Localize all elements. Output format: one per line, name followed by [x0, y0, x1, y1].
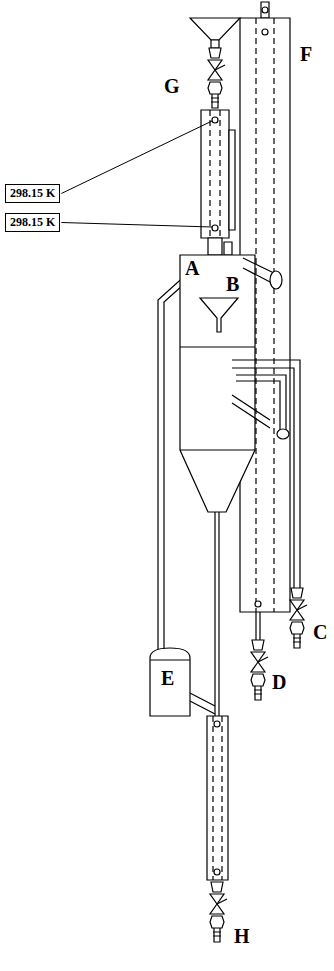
part-letter: E: [161, 668, 174, 688]
part-letter: C: [313, 622, 327, 642]
part-letter: A: [185, 258, 199, 278]
tank: [150, 648, 190, 716]
feed-funnel: [190, 18, 240, 48]
temperature-box: 298.15 K: [5, 184, 60, 203]
part-letter: G: [164, 76, 180, 96]
pipe: [232, 258, 300, 640]
part-letter: H: [234, 926, 250, 946]
part-letter: F: [300, 44, 312, 64]
leader-line: [61, 121, 212, 194]
valve-symbol: [290, 588, 307, 648]
temperature-label: 298.15 K: [10, 186, 55, 201]
leader-line: [61, 223, 212, 228]
leader-lines: [61, 121, 212, 227]
valve-symbol: [210, 882, 227, 942]
valve-symbol: [208, 48, 225, 108]
part-letter: D: [272, 672, 286, 692]
temperature-label: 298.15 K: [10, 215, 55, 230]
part-letter: B: [226, 274, 239, 294]
vessel: [180, 255, 270, 512]
jacketed-tube: [201, 110, 235, 255]
valve-symbol: [251, 640, 268, 700]
temperature-box: 298.15 K: [5, 213, 60, 232]
outlet-tube: [207, 512, 228, 880]
